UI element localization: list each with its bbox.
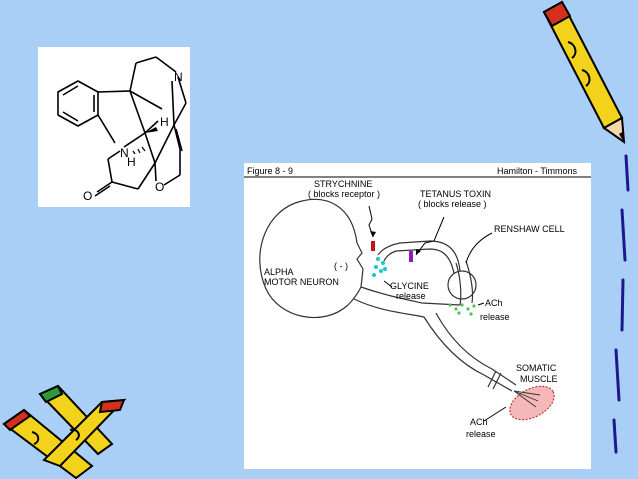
label-muscle: MUSCLE: [520, 374, 558, 384]
atom-oxygen-ether: O: [155, 180, 164, 194]
label-motor-neuron: MOTOR NEURON: [264, 277, 339, 287]
label-strychnine-note: ( blocks receptor ): [308, 189, 380, 199]
label-inhibit-sign: ( - ): [334, 261, 348, 271]
label-pointers: [368, 205, 507, 422]
crossed-pencils-icon: [2, 384, 127, 479]
somatic-muscle: [509, 385, 555, 421]
ink-scribble: [612, 154, 630, 454]
circuit-diagram: Figure 8 - 9 Hamilton - Timmons: [244, 166, 591, 439]
ach-vesicles-renshaw: [448, 303, 476, 316]
atom-n-ring: N: [120, 146, 129, 160]
crossed-pencils-decoration: [2, 384, 127, 479]
strychnine-structure: N N H H O O: [57, 56, 187, 203]
neuron-outlines: [259, 198, 517, 392]
figure-header-left: Figure 8 - 9: [247, 166, 293, 176]
label-alpha: ALPHA: [264, 267, 294, 277]
pencil-icon: [542, 0, 626, 145]
atom-h-bottom: H: [127, 155, 136, 169]
glycine-vesicles: [372, 257, 387, 277]
label-glycine-release: release: [396, 291, 426, 301]
label-renshaw-cell: RENSHAW CELL: [494, 224, 565, 234]
label-tetanus-note: ( blocks release ): [418, 199, 487, 209]
atom-h-top: H: [160, 115, 169, 129]
label-ach-muscle: ACh: [470, 417, 488, 427]
strychnine-structure-panel: N N H H O O: [38, 47, 190, 207]
label-strychnine: STRYCHNINE: [314, 179, 372, 189]
label-glycine: GLYCINE: [390, 281, 429, 291]
label-somatic: SOMATIC: [516, 363, 557, 373]
atom-oxygen-carbonyl: O: [83, 189, 92, 203]
atom-n-bridge: N: [174, 70, 183, 84]
label-ach-renshaw: ACh: [485, 298, 503, 308]
tetanus-block-mark: [409, 251, 413, 262]
label-ach-muscle-release: release: [466, 429, 496, 439]
renshaw-circuit-figure: Figure 8 - 9 Hamilton - Timmons: [244, 163, 591, 469]
pencil-decoration: [542, 0, 630, 454]
label-tetanus: TETANUS TOXIN: [420, 189, 491, 199]
label-ach-renshaw-release: release: [480, 312, 510, 322]
strychnine-block-mark: [371, 241, 375, 251]
muscle-endplate: [513, 390, 541, 408]
figure-header-right: Hamilton - Timmons: [497, 166, 578, 176]
